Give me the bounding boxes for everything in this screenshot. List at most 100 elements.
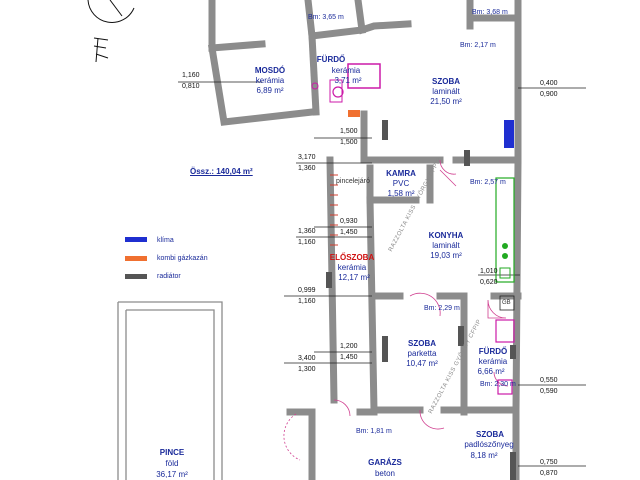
room-floor-konyha: laminált [432, 241, 460, 250]
legend-swatch-klima [125, 237, 147, 242]
room-floor-szoba-3: padlószőnyeg [464, 440, 514, 449]
wall-szoba2-top-b [436, 292, 468, 416]
toilet-2 [497, 379, 513, 395]
height-label: Bm: 2,17 m [460, 42, 496, 49]
wall-corridor-right [366, 196, 378, 414]
washbasin [329, 79, 343, 103]
radiator [510, 452, 516, 480]
height-label: Bm: 2,57 m [470, 179, 506, 186]
radiator [382, 120, 388, 140]
room-name-konyha: KONYHA [428, 231, 464, 240]
legend-label-radiator: radiátor [157, 273, 181, 280]
room-area-pince: 36,17 m² [156, 470, 188, 479]
bathtub [347, 63, 381, 89]
height-label: Bm: 2,29 m [424, 305, 460, 312]
room-area-szoba-3: 8,18 m² [470, 451, 498, 460]
dimension-label: 0,400 [540, 80, 558, 87]
wall-mosdo-bottom [207, 43, 316, 126]
height-label: Bm: 3,68 m [472, 9, 508, 16]
dimension-label: 1,450 [340, 354, 358, 361]
room-floor-szoba-2: parketta [407, 349, 437, 358]
wall-szoba-bottom-left [360, 110, 444, 164]
legend-label-kazan: kombi gázkazán [157, 255, 208, 262]
dimension-lines [178, 81, 586, 467]
door-swings [283, 159, 509, 461]
legend-swatch-kazan [125, 256, 147, 261]
room-floor-eloszoba: kerámia [337, 263, 367, 272]
room-area-furdo-2: 6,66 m² [477, 367, 505, 376]
wall-furdo-top [304, 0, 366, 40]
radiator [382, 336, 388, 362]
room-name-furdo-2: FÜRDŐ [478, 347, 508, 356]
wall-mosdo-top [208, 0, 266, 52]
dimension-label: 0,750 [540, 459, 558, 466]
dimension-label: 3,170 [298, 154, 316, 161]
radiator [510, 345, 516, 359]
room-name-kamra: KAMRA [386, 169, 416, 178]
gazkazan-unit [348, 110, 360, 117]
dimension-label: 1,160 [298, 239, 316, 246]
room-floor-furdo: kerámia [331, 66, 361, 75]
wall-szoba-top [466, 0, 522, 22]
dimension-label: 3,400 [298, 355, 316, 362]
pincelejaro-label: pincelejáró [336, 178, 370, 185]
room-name-pince: PINCE [159, 448, 185, 457]
dimension-label: 0,999 [298, 287, 316, 294]
compass-icon [87, 0, 135, 63]
dimension-label: 0,930 [340, 218, 358, 225]
room-name-furdo: FÜRDŐ [316, 55, 346, 64]
room-floor-garazs: beton [374, 469, 396, 478]
stove-burner [502, 243, 508, 249]
stove-burner [502, 253, 508, 259]
room-area-szoba-2: 10,47 m² [406, 359, 438, 368]
room-area-furdo: 3,71 m² [334, 76, 362, 85]
room-name-mosdo: MOSDÓ [254, 66, 286, 75]
dimension-label: 1,500 [340, 139, 358, 146]
dimension-label: 0,620 [480, 279, 498, 286]
room-area-kamra: 1,58 m² [387, 189, 415, 198]
sink-small [311, 82, 319, 90]
room-floor-pince: föld [165, 459, 179, 468]
room-floor-furdo-2: kerámia [478, 357, 508, 366]
wall-garazs-left [286, 408, 316, 480]
height-label: Bm: 2,30 m [480, 381, 516, 388]
total-area: Össz.: 140,04 m² [190, 167, 253, 176]
stairs [330, 174, 338, 246]
dimension-label: 0,870 [540, 470, 558, 477]
dimension-label: 0,810 [182, 83, 200, 90]
room-area-eloszoba: 12,17 m² [338, 273, 370, 282]
legend-label-klima: klíma [157, 237, 174, 244]
klima-unit [504, 120, 514, 148]
toilet [332, 86, 344, 98]
dimension-label: 1,450 [340, 229, 358, 236]
dimension-label: 1,160 [182, 72, 200, 79]
height-label: Bm: 1,81 m [356, 428, 392, 435]
radiator [458, 326, 464, 346]
room-name-garazs: GARÁZS [368, 458, 402, 467]
room-name-szoba-1: SZOBA [432, 77, 460, 86]
fridge [499, 267, 511, 279]
radiator [326, 272, 332, 288]
legend-swatch-radiator [125, 274, 147, 279]
shower [495, 319, 515, 343]
room-area-mosdo: 6,89 m² [256, 86, 284, 95]
room-area-konyha: 19,03 m² [430, 251, 462, 260]
gas-boiler-box [499, 295, 515, 311]
room-area-szoba-1: 21,50 m² [430, 97, 462, 106]
dimension-label: 0,900 [540, 91, 558, 98]
dimension-label: 0,550 [540, 377, 558, 384]
dimension-label: 1,500 [340, 128, 358, 135]
height-label: Bm: 3,65 m [308, 14, 344, 21]
dimension-label: 0,590 [540, 388, 558, 395]
dimension-label: 1,360 [298, 165, 316, 172]
pince-outline [117, 301, 223, 480]
wall-furdo-right [357, 20, 412, 35]
wall-furdo-left [308, 32, 320, 116]
gb-label: GB [502, 300, 511, 306]
room-name-szoba-3: SZOBA [476, 430, 504, 439]
dimension-label: 1,300 [298, 366, 316, 373]
wall-right [512, 14, 522, 414]
room-name-eloszoba: ELŐSZOBA [329, 253, 375, 262]
room-floor-kamra: PVC [392, 179, 410, 188]
